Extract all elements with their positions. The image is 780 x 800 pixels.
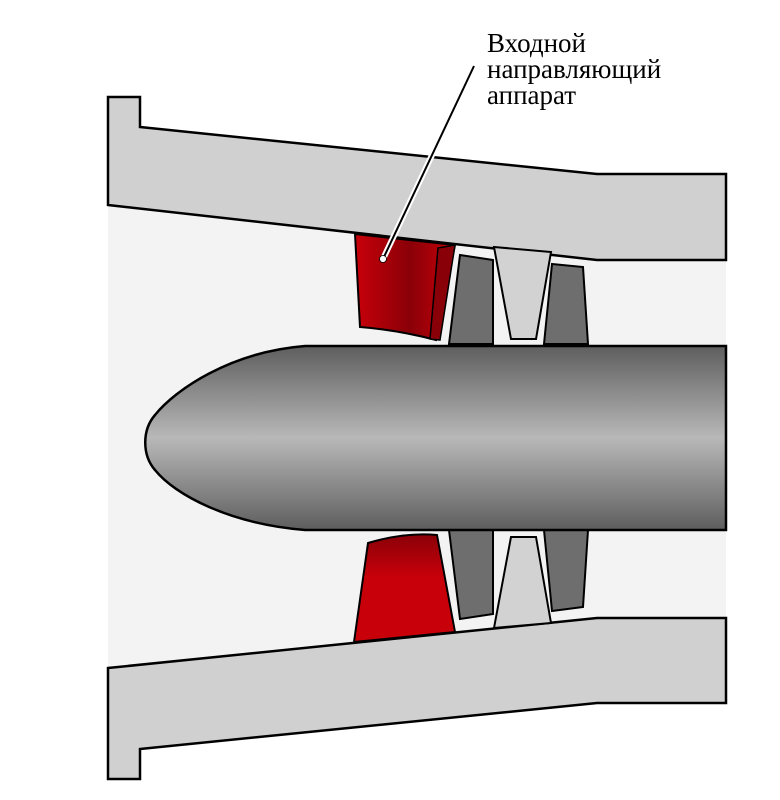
casing-upper <box>106 95 728 262</box>
inlet-guide-vane-lower <box>352 533 457 644</box>
inlet-guide-vane-label: Входной направляющий аппарат <box>487 28 662 110</box>
label-line-2: направляющий <box>487 54 662 84</box>
inlet-guide-vane-upper-edge <box>429 244 456 341</box>
rotor-blade-upper-2 <box>542 262 590 345</box>
rotor-blade-upper-1 <box>447 253 494 345</box>
shaft-spinner <box>144 344 728 532</box>
stator-blade-upper <box>492 245 553 340</box>
label-line-1: Входной <box>487 28 586 58</box>
label-line-3: аппарат <box>487 80 577 110</box>
casing-lower <box>106 616 728 781</box>
rotor-blade-lower-2 <box>542 529 590 613</box>
callout-leader-line <box>382 65 475 260</box>
callout-anchor-dot <box>379 255 387 263</box>
stator-blade-lower <box>492 536 553 630</box>
